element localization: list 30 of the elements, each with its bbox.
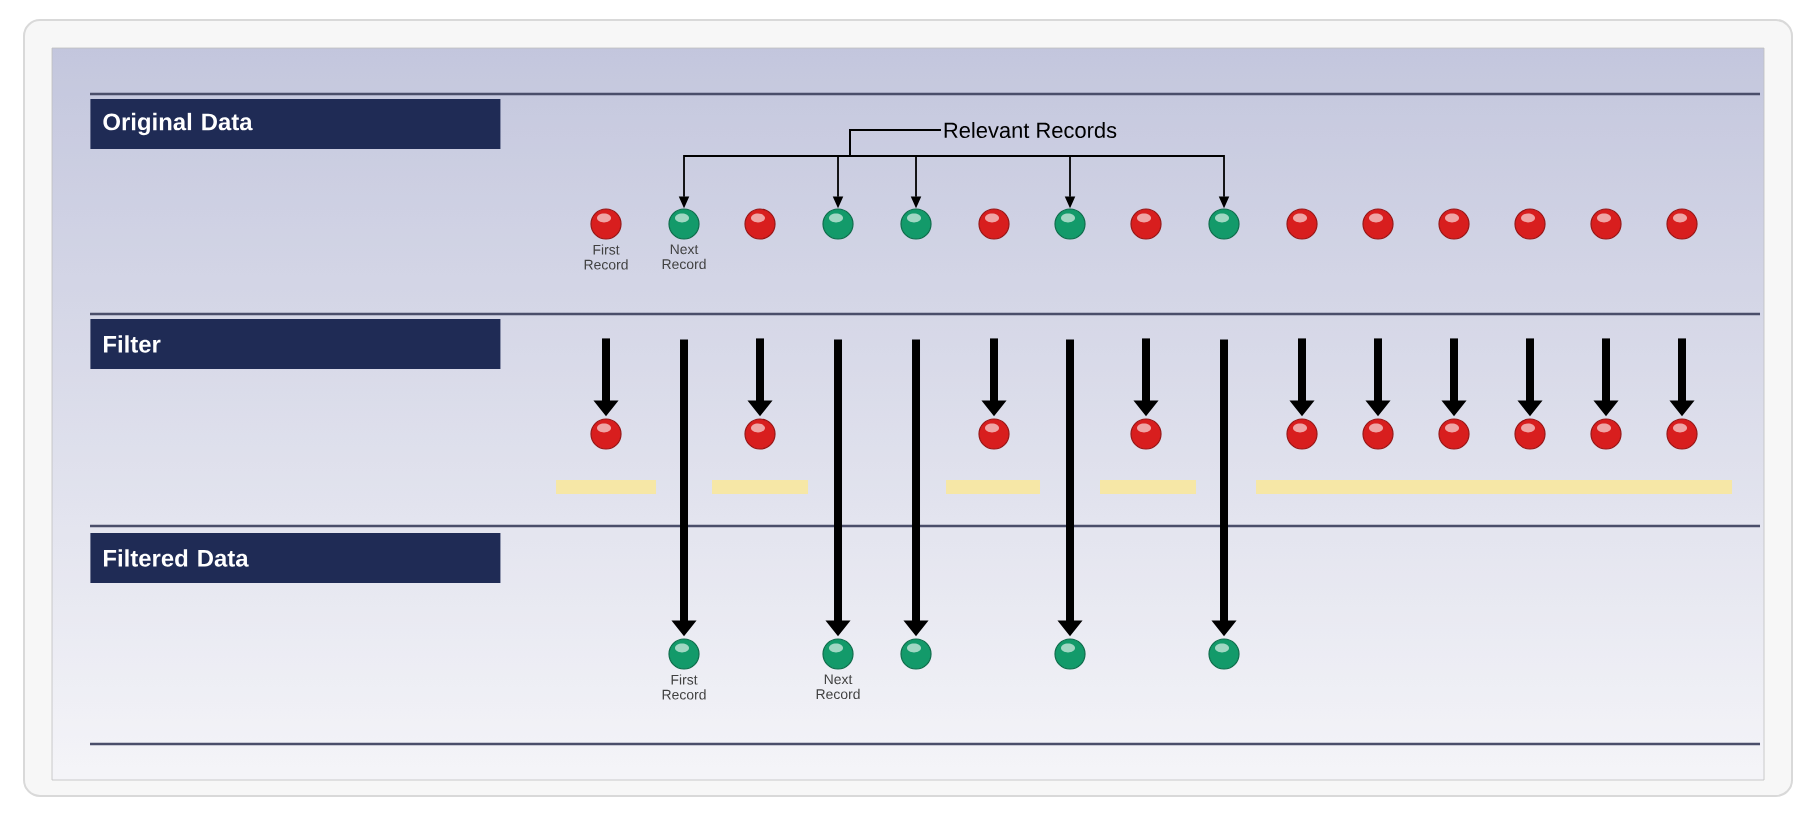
ball <box>1666 418 1698 450</box>
ball <box>1590 418 1622 450</box>
ball <box>744 418 776 450</box>
ball <box>1514 418 1546 450</box>
ball <box>1514 208 1546 240</box>
ball <box>744 208 776 240</box>
ball <box>1054 208 1086 240</box>
section-header: Filter <box>90 319 501 369</box>
ball <box>900 638 932 670</box>
ball <box>822 208 854 240</box>
ball <box>1438 418 1470 450</box>
ball <box>1362 418 1394 450</box>
ball <box>1666 208 1698 240</box>
ball <box>1054 638 1086 670</box>
ball <box>1286 208 1318 240</box>
ball <box>1130 208 1162 240</box>
bracket-label: Relevant Records <box>944 121 1117 139</box>
section-header: Original Data <box>90 99 501 149</box>
ball <box>978 418 1010 450</box>
ball <box>1286 418 1318 450</box>
ball <box>978 208 1010 240</box>
ball <box>1208 208 1240 240</box>
ball <box>1362 208 1394 240</box>
ball <box>1438 208 1470 240</box>
ball <box>1208 638 1240 670</box>
ball <box>900 208 932 240</box>
ball <box>1590 208 1622 240</box>
ball <box>1130 418 1162 450</box>
ball <box>590 418 622 450</box>
section-header: Filtered Data <box>90 533 501 583</box>
